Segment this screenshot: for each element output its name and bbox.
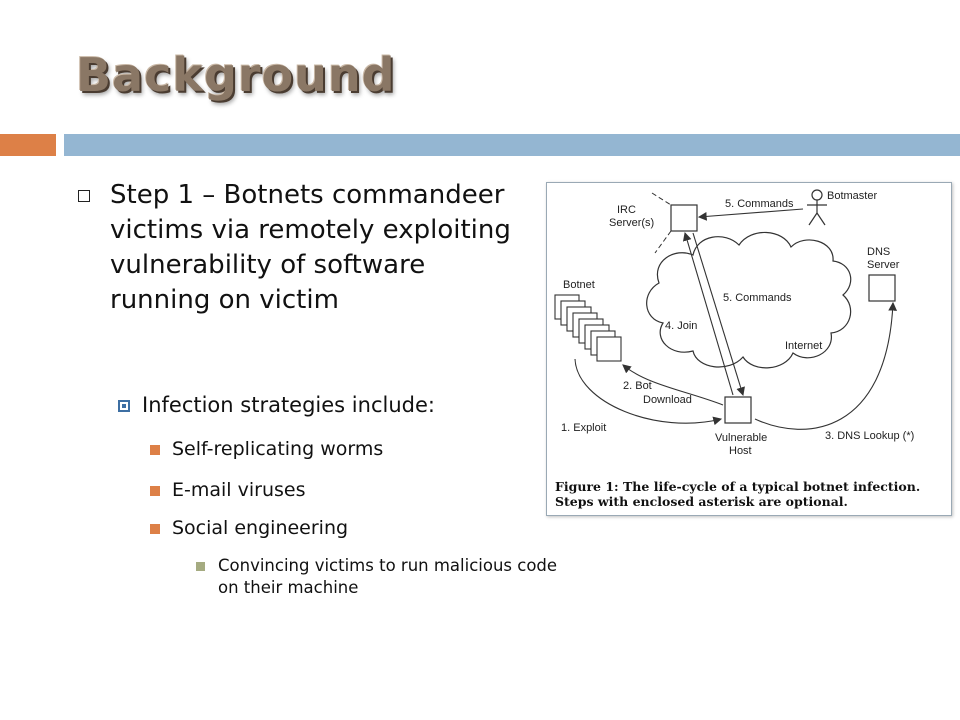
bullet-email-viruses: E-mail viruses: [172, 479, 306, 501]
square-bullet-icon: [150, 486, 160, 496]
irc-server-label-2: Server(s): [609, 217, 654, 229]
bullet-infection-strategies: Infection strategies include:: [142, 393, 435, 417]
vulnerable-host-label-2: Host: [729, 445, 752, 457]
botnet-label: Botnet: [563, 279, 595, 291]
internet-label: Internet: [785, 340, 822, 352]
lifecycle-diagram: IRC Server(s) 5. Commands Botmaster DNS …: [554, 189, 914, 457]
bullet-worms: Self-replicating worms: [172, 438, 384, 460]
botnet-lifecycle-figure: IRC Server(s) 5. Commands Botmaster DNS …: [546, 182, 952, 516]
bot-download-label-1: 2. Bot: [623, 380, 652, 392]
commands-mid-label: 5. Commands: [723, 292, 792, 304]
vulnerable-host-box: [724, 396, 752, 424]
vulnerable-host-label-1: Vulnerable: [715, 432, 767, 444]
irc-server-label-1: IRC: [617, 204, 636, 216]
figure-caption: Figure 1: The life-cycle of a typical bo…: [555, 479, 921, 509]
dns-label-1: DNS: [867, 246, 890, 258]
botmaster-label: Botmaster: [827, 190, 877, 202]
dns-label-2: Server: [867, 259, 900, 271]
square-bullet-icon: [196, 562, 205, 571]
slide-title: Background: [76, 48, 396, 102]
botnet-stack: [554, 294, 622, 362]
commands-top-label: 5. Commands: [725, 198, 794, 210]
square-bullet-icon: [78, 190, 90, 202]
square-bullet-icon: [118, 400, 130, 412]
bot-download-label-2: Download: [643, 394, 692, 406]
title-divider-bar: [64, 134, 960, 156]
exploit-label: 1. Exploit: [561, 422, 606, 434]
bullet-step1: Step 1 – Botnets commandeer victims via …: [110, 180, 511, 315]
bullet-convincing-victims: Convincing victims to run malicious code…: [218, 556, 558, 597]
dns-lookup-label: 3. DNS Lookup (*): [825, 430, 914, 442]
title-accent-bar: [0, 134, 56, 156]
dns-server-box: [868, 274, 896, 302]
bullet-social-engineering: Social engineering: [172, 517, 349, 539]
join-label: 4. Join: [665, 320, 697, 332]
botmaster-person-icon: [807, 189, 827, 226]
square-bullet-icon: [150, 445, 160, 455]
irc-server-box: [670, 204, 698, 232]
internet-cloud: [646, 231, 852, 369]
square-bullet-icon: [150, 524, 160, 534]
